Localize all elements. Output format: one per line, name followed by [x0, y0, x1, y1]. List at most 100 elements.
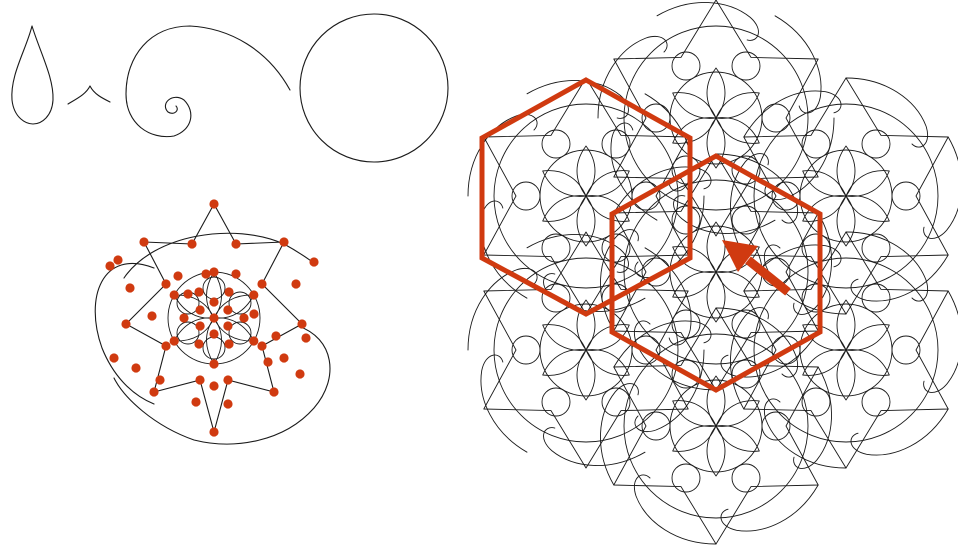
- patch-swirl: [586, 120, 691, 221]
- tile-node: [271, 331, 280, 340]
- tile-node: [257, 341, 266, 350]
- patch-petal: [842, 163, 894, 204]
- tile-node: [224, 287, 233, 296]
- patch-small-circle: [802, 284, 830, 312]
- patch-petal: [538, 342, 590, 383]
- tile-node: [194, 287, 203, 296]
- patch-petal: [712, 110, 764, 151]
- tile-with-nodes: [95, 199, 330, 444]
- patch-petal: [837, 350, 855, 400]
- tile-node: [223, 375, 232, 384]
- tile-node: [249, 336, 258, 345]
- patch-petal: [577, 146, 595, 196]
- tile-node: [209, 297, 218, 306]
- patch-small-circle: [602, 234, 630, 262]
- patch-petal: [577, 350, 595, 400]
- tile-small-circle: [203, 277, 225, 299]
- tile-node: [297, 319, 306, 328]
- tile-node: [113, 255, 122, 264]
- patch-petal: [668, 418, 720, 459]
- patch-swirl: [744, 66, 845, 171]
- tile-node: [301, 333, 310, 342]
- tile-node: [173, 271, 182, 280]
- tile-node: [223, 321, 232, 330]
- primitive-shapes: [12, 14, 448, 162]
- tile-node: [183, 289, 192, 298]
- patch-petal: [707, 272, 725, 322]
- tile-node: [231, 269, 240, 278]
- tile-node: [269, 387, 278, 396]
- highlight-layer: [482, 80, 820, 390]
- patch-swirl: [888, 137, 958, 242]
- patch-small-circle: [732, 464, 760, 492]
- tile-node: [191, 397, 200, 406]
- tile-node: [231, 239, 240, 248]
- tile-node: [209, 199, 218, 208]
- patch-swirl: [758, 367, 859, 472]
- tile-node: [195, 375, 204, 384]
- patch-petal: [837, 146, 855, 196]
- patch-petal: [842, 342, 894, 383]
- tile-node: [223, 399, 232, 408]
- tile-node: [209, 427, 218, 436]
- patch-petal: [582, 342, 634, 383]
- patch-petal: [837, 300, 855, 350]
- patch-swirl: [740, 16, 845, 117]
- patch-petal: [538, 317, 590, 358]
- patch-swirl: [888, 291, 958, 396]
- patch-small-circle: [672, 52, 700, 80]
- patch-small-circle: [802, 388, 830, 416]
- patch-small-circle: [542, 388, 570, 416]
- patch-swirl: [610, 94, 715, 195]
- tile-node: [131, 363, 140, 372]
- patch-petal: [837, 196, 855, 246]
- patch-petal: [712, 393, 764, 434]
- tile-node: [224, 339, 233, 348]
- tessellated-patch: [456, 0, 958, 554]
- tile-node: [295, 369, 304, 378]
- patch-swirl: [634, 475, 716, 544]
- tile-node: [139, 237, 148, 246]
- tile-node: [170, 290, 179, 299]
- patch-swirl: [764, 399, 846, 468]
- patch-petal: [707, 426, 725, 476]
- patch-petal: [668, 85, 720, 126]
- patch-swirl: [456, 198, 561, 299]
- tile-node: [149, 387, 158, 396]
- patch-swirl: [614, 296, 715, 401]
- tile-node: [105, 261, 114, 270]
- tile-node: [279, 237, 288, 246]
- tile-node: [147, 311, 156, 320]
- tile-node: [201, 269, 210, 278]
- tile-node: [209, 267, 218, 276]
- spiral-arc-shape: [126, 26, 290, 137]
- tile-node: [263, 357, 272, 366]
- patch-small-circle: [862, 234, 890, 262]
- tile-node: [249, 309, 258, 318]
- patch-swirl: [610, 248, 715, 349]
- tile-node: [121, 319, 130, 328]
- tile-node: [161, 341, 170, 350]
- tile-petal: [207, 272, 222, 318]
- patch-small-circle: [542, 130, 570, 158]
- tile-node: [196, 321, 205, 330]
- tile-node: [279, 353, 288, 362]
- tile-outer-arc-right: [114, 326, 330, 444]
- patch-petal: [707, 376, 725, 426]
- patch-swirl: [846, 78, 928, 147]
- tile-node: [257, 279, 266, 288]
- patch-small-circle: [862, 284, 890, 312]
- tile-node: [179, 313, 188, 322]
- tile-node: [161, 279, 170, 288]
- circle-shape: [300, 14, 448, 162]
- patch-small-circle: [672, 464, 700, 492]
- patch-swirl: [456, 352, 561, 453]
- patch-petal: [582, 163, 634, 204]
- patch-petal: [538, 188, 590, 229]
- patch-petal: [668, 393, 720, 434]
- tile-node: [209, 329, 218, 338]
- patch-petal: [577, 196, 595, 246]
- tile-node: [209, 313, 218, 322]
- tile-node: [196, 305, 205, 314]
